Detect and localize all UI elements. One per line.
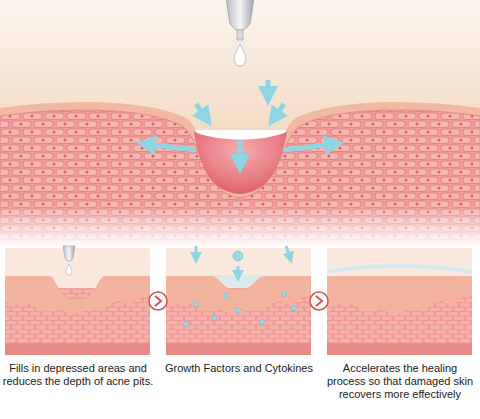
panel-caption: Fills in depressed areas and reduces the…: [2, 362, 154, 388]
panel-caption: Growth Factors and Cytokines: [163, 362, 315, 375]
panel-caption: Accelerates the healing process so that …: [324, 362, 476, 401]
